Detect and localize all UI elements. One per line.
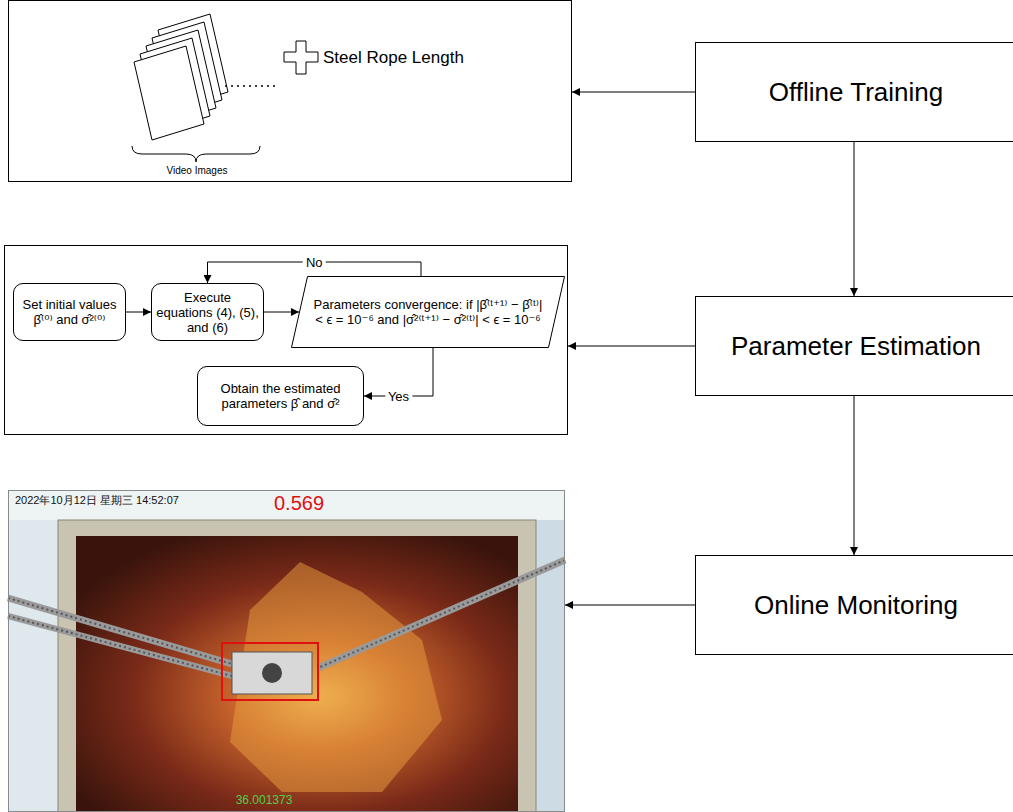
dot [225,85,227,87]
process-box: Obtain the estimated parameters β̂ and σ… [197,366,364,426]
photo-left-ground [8,520,60,812]
flowchart-panel: Set initial values β̂⁽⁰⁾ and σ̂²⁽⁰⁾ Execu… [4,245,568,435]
overlay-text: 36.001373 [209,793,319,807]
photo-ground [8,490,565,812]
steel-rope [8,598,232,664]
video-frames [134,14,228,140]
node-label: Obtain the estimated parameters β̂ and σ… [202,381,359,411]
steel-rope [8,616,232,676]
text-slot: 36.001373 [209,793,319,807]
stage-box: Online Monitoring [695,555,1013,655]
dot [237,85,239,87]
flow-arrow [126,312,151,313]
rope-strand [8,616,232,676]
overlay-text: Steel Rope Length [323,48,523,68]
process-box: Execute equations (4), (5), and (6) [151,283,264,341]
flow-arrow [568,346,695,347]
shaft-hole [76,536,518,812]
dot [255,85,257,87]
photo-panel: 2022年10月12日 星期三 14:52:07 0.569 36.001373 [8,490,565,812]
overlay-text: 2022年10月12日 星期三 14:52:07 [15,494,235,507]
data-panel: Steel Rope LengthVideo Images [8,0,572,182]
edge-label-slot: Yes [385,389,412,404]
text-slot: 2022年10月12日 星期三 14:52:07 [15,494,235,507]
node-label: Execute equations (4), (5), and (6) [156,290,259,335]
rope-strand [318,560,565,668]
node-label: Offline Training [769,77,943,107]
dot [249,85,251,87]
text-slot: Video Images [137,165,257,177]
dot [243,85,245,87]
steel-rope [318,560,565,668]
flow-arrow [565,605,695,606]
monitoring-photo [8,490,565,812]
flow-arrow [854,142,855,296]
flow-arrow [264,312,299,313]
node-label: Online Monitoring [754,590,958,620]
dot [273,85,275,87]
hoist [232,652,312,694]
flow-arrow [854,396,855,555]
edge-label: Yes [385,389,412,404]
dot [231,85,233,87]
flow-arrow [572,92,695,93]
rope-strand [8,598,232,664]
video-frame [134,46,204,140]
node-label: Parameters convergence: if |β̂⁽ᵗ⁺¹⁾ − β̂… [313,297,543,327]
detection-box [222,643,318,700]
overlay-text: 0.569 [259,492,339,515]
stage-box: Parameter Estimation [695,296,1013,396]
decision-parallelogram: Parameters convergence: if |β̂⁽ᵗ⁺¹⁾ − β̂… [291,276,565,348]
parallelogram-shape [292,277,565,348]
rock-highlight [230,562,442,792]
hoist-hub [262,663,282,683]
text-slot: 0.569 [259,492,339,515]
text-slot: Steel Rope Length [323,48,523,68]
plus-symbol [284,41,318,74]
edge-label: No [303,255,326,270]
stage-box: Offline Training [695,42,1013,142]
edge-label-slot: No [303,255,326,270]
dot [261,85,263,87]
process-box: Set initial values β̂⁽⁰⁾ and σ̂²⁽⁰⁾ [13,283,126,341]
node-label: Parameter Estimation [731,331,981,361]
ellipsis-dots [225,85,275,87]
dot [267,85,269,87]
node-label: Set initial values β̂⁽⁰⁾ and σ̂²⁽⁰⁾ [18,297,121,327]
shaft-frame [58,520,536,812]
overlay-text: Video Images [137,165,257,177]
brace [132,146,260,162]
